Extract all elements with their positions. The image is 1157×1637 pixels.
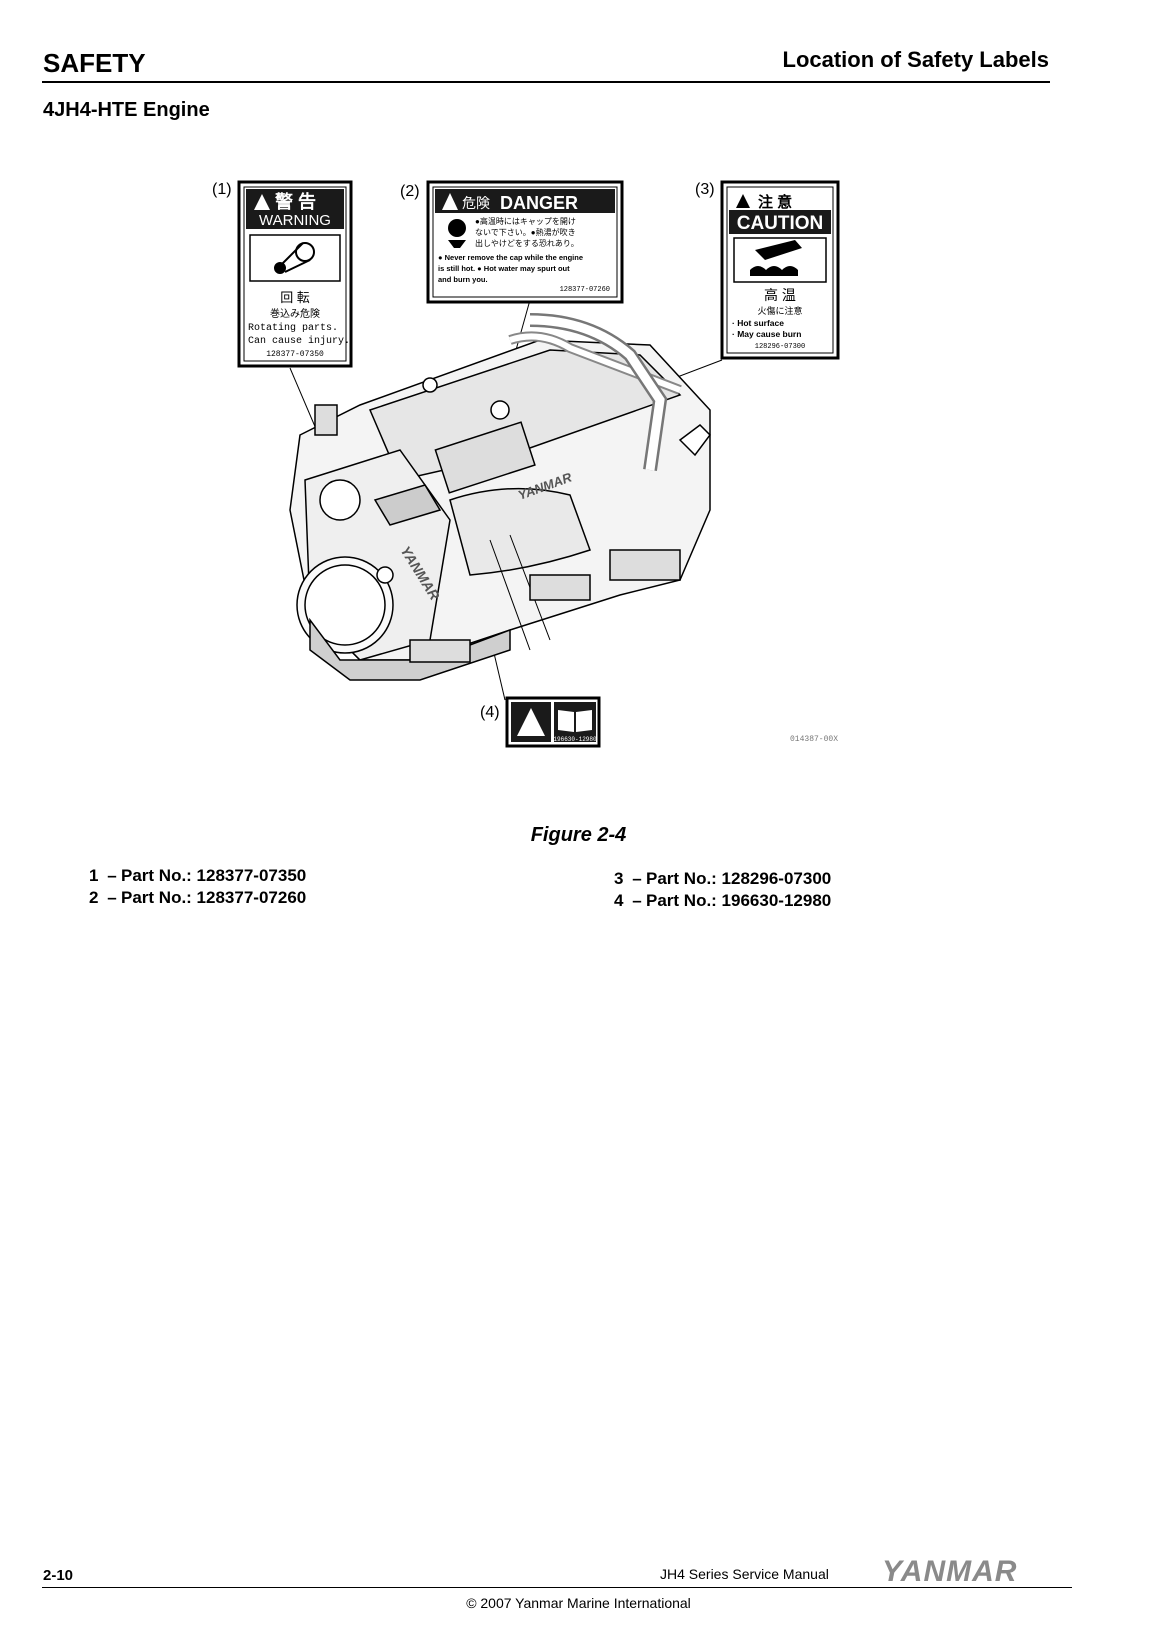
- caution-part-number: 128296-07300: [755, 343, 805, 351]
- hot-cap-icon: [448, 219, 466, 248]
- part-list-text: Part No.: 196630-12980: [646, 891, 832, 910]
- warning-triangle-icon: [442, 193, 458, 210]
- yanmar-logo-text: YANMAR: [882, 1555, 1017, 1587]
- manual-title: JH4 Series Service Manual: [660, 1566, 829, 1582]
- part-list-item: 2–Part No.: 128377-07260: [89, 888, 307, 907]
- danger-jp-line: ないで下さい。●熱湯が吹き: [475, 227, 576, 237]
- danger-text-line: and burn you.: [438, 275, 488, 284]
- warning-text-line: Rotating parts.: [248, 322, 338, 334]
- caution-jp-text: 高 温: [764, 287, 796, 303]
- danger-text-line: is still hot. ● Hot water may spurt out: [438, 264, 570, 273]
- caution-jp-text: 火傷に注意: [757, 305, 802, 316]
- warning-triangle-icon: [254, 194, 270, 210]
- callout-4: (4): [480, 704, 500, 721]
- callout-1: (1): [212, 181, 232, 198]
- danger-label: 危険 DANGER ●高温時にはキャップを開け ないで下さい。●熱湯が吹き 出し…: [426, 180, 624, 304]
- warning-label: 警 告 WARNING 回 転 巻込み危険 Rotating parts. Ca…: [237, 180, 353, 368]
- page-number: 2-10: [43, 1567, 74, 1584]
- yanmar-logo: YANMAR: [882, 1555, 1017, 1587]
- callout-2: (2): [400, 183, 420, 200]
- drawing-id: 014387-00X: [790, 735, 838, 744]
- read-manual-label: 196630-12980: [505, 696, 601, 748]
- section-title: SAFETY: [43, 48, 146, 78]
- figure-caption: Figure 2-4: [530, 824, 627, 846]
- part-list-number: 3: [614, 869, 624, 888]
- part-list-item: 4–Part No.: 196630-12980: [614, 891, 832, 910]
- warning-jp-text: 回 転: [280, 290, 310, 305]
- engine-drawing: YANMAR YANMAR: [289, 313, 711, 681]
- danger-text-line: ● Never remove the cap while the engine: [438, 253, 583, 262]
- rotating-parts-icon: [274, 242, 315, 274]
- danger-jp-line: ●高温時にはキャップを開け: [475, 216, 576, 226]
- part-list-item: 1–Part No.: 128377-07350: [89, 866, 307, 885]
- danger-part-number: 128377-07260: [560, 286, 610, 294]
- warning-text-line: Can cause injury.: [248, 335, 350, 347]
- part-list-text: Part No.: 128377-07260: [121, 888, 307, 907]
- part-list-text: Part No.: 128296-07300: [646, 869, 832, 888]
- warning-triangle-icon: [517, 708, 545, 736]
- caution-title: CAUTION: [737, 213, 824, 234]
- engine-subtitle: 4JH4-HTE Engine: [43, 99, 210, 121]
- warning-part-number: 128377-07350: [266, 350, 324, 359]
- caution-label: 注 意 CAUTION 高 温 火傷に注意 · Hot surface · Ma…: [720, 180, 840, 360]
- footer-rule: [42, 1587, 1072, 1588]
- warning-triangle-icon: [736, 194, 750, 208]
- part-list-number: 2: [89, 888, 99, 907]
- hot-surface-icon: [750, 240, 802, 276]
- manual-book-icon: [558, 710, 592, 732]
- warning-title: WARNING: [259, 212, 331, 229]
- caution-text-line: · May cause burn: [732, 329, 801, 339]
- page-heading: Location of Safety Labels: [782, 47, 1050, 72]
- caution-text-line: · Hot surface: [732, 318, 784, 328]
- part-list-text: Part No.: 128377-07350: [121, 866, 307, 885]
- part-list-item: 3–Part No.: 128296-07300: [614, 869, 832, 888]
- danger-title: DANGER: [500, 193, 578, 213]
- callout-3: (3): [695, 181, 715, 198]
- danger-jp-title: 危険: [462, 195, 490, 211]
- copyright: © 2007 Yanmar Marine International: [466, 1595, 691, 1611]
- danger-jp-line: 出しやけどをする恐れあり。: [475, 238, 579, 248]
- safety-label-figure: YANMAR YANMAR (1) (2) (3) (4) 警 告 WARNIN…: [212, 180, 840, 748]
- caution-jp-title: 注 意: [758, 193, 792, 211]
- header-rule: [42, 81, 1050, 83]
- warning-jp-title: 警 告: [275, 191, 316, 212]
- warning-jp-text: 巻込み危険: [270, 308, 320, 320]
- part-list-number: 1: [89, 866, 99, 885]
- part-list-number: 4: [614, 891, 624, 910]
- manual-part-number: 196630-12980: [553, 736, 597, 743]
